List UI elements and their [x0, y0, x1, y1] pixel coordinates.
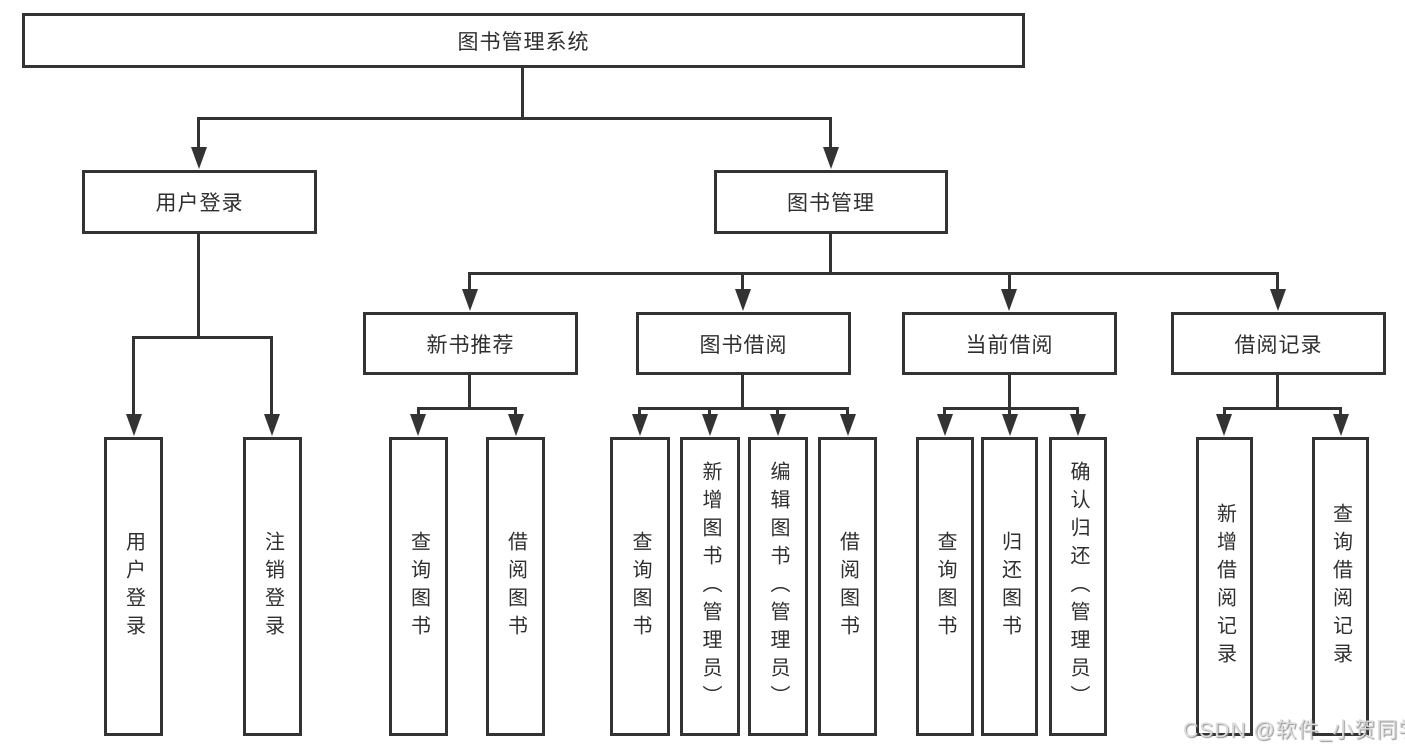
connector-leaf-stem	[1339, 407, 1342, 417]
leaf-label: 查询图书	[934, 530, 956, 643]
arrowhead-to-current-borrow	[1001, 289, 1017, 311]
leaf-query-borrow-record: 查询借阅记录	[1312, 437, 1369, 736]
connector-book-management-stem	[829, 234, 832, 272]
connector-current-borrow-stem	[1008, 375, 1011, 407]
connector-user-login-branch	[132, 336, 273, 339]
connector-to-user-login	[197, 117, 200, 150]
node-book-management: 图书管理	[714, 170, 948, 234]
leaf-add-borrow-record: 新增借阅记录	[1196, 437, 1253, 736]
node-current-borrow: 当前借阅	[902, 312, 1117, 375]
leaf-user-login: 用户登录	[104, 437, 163, 736]
connector-leaf-stem	[1223, 407, 1226, 417]
node-user-login: 用户登录	[82, 170, 317, 234]
arrowhead-to-leaf-logout	[264, 414, 280, 436]
arrowhead-leaf	[410, 414, 426, 436]
connector-to-new-book	[468, 272, 471, 292]
connector-user-login-stem	[197, 234, 200, 336]
connector-root-stem	[521, 68, 524, 117]
leaf-label: 用户登录	[122, 530, 145, 643]
leaf-confirm-return-admin: 确认归还（管理员）	[1049, 437, 1107, 736]
connector-leaf-stem	[1008, 407, 1011, 417]
leaf-label: 编辑图书（管理员）	[767, 460, 789, 713]
arrowhead-leaf	[702, 414, 718, 436]
arrowhead-leaf	[840, 414, 856, 436]
leaf-label: 查询借阅记录	[1329, 502, 1352, 671]
connector-leaf-stem	[943, 407, 946, 417]
arrowhead-to-borrow-records	[1270, 289, 1286, 311]
connector-leaf-stem	[1076, 407, 1079, 417]
leaf-edit-books-admin: 编辑图书（管理员）	[748, 437, 808, 736]
leaf-label: 归还图书	[998, 530, 1021, 643]
leaf-logout: 注销登录	[243, 437, 302, 736]
connector-root-branch	[197, 117, 832, 120]
connector-leaf-stem	[417, 407, 420, 417]
connector-new-book-branch	[417, 407, 517, 410]
arrowhead-leaf	[1216, 414, 1232, 436]
arrowhead-leaf	[1070, 414, 1086, 436]
leaf-label: 查询图书	[629, 530, 651, 643]
connector-to-leaf-logout	[270, 336, 273, 417]
arrowhead-leaf	[1333, 414, 1349, 436]
arrowhead-leaf	[508, 414, 524, 436]
connector-borrow-records-stem	[1276, 375, 1279, 407]
arrowhead-to-leaf-user-login	[126, 414, 142, 436]
connector-book-borrow-branch	[638, 407, 849, 410]
connector-to-book-borrow	[741, 272, 744, 292]
leaf-query-books-current: 查询图书	[916, 437, 974, 736]
arrowhead-leaf	[1002, 414, 1018, 436]
connector-leaf-stem	[638, 407, 641, 417]
arrowhead-leaf	[770, 414, 786, 436]
arrowhead-to-new-book	[462, 289, 478, 311]
leaf-query-books-borrow: 查询图书	[610, 437, 670, 736]
arrowhead-to-user-login	[191, 147, 207, 169]
leaf-label: 查询图书	[407, 530, 430, 643]
leaf-label: 新增图书（管理员）	[699, 460, 721, 713]
leaf-query-books-recommend: 查询图书	[389, 437, 448, 736]
leaf-add-books-admin: 新增图书（管理员）	[680, 437, 740, 736]
node-book-borrow: 图书借阅	[636, 312, 851, 375]
leaf-return-books: 归还图书	[981, 437, 1038, 736]
connector-new-book-stem	[468, 375, 471, 407]
connector-book-management-branch	[468, 272, 1279, 275]
connector-to-book-management	[829, 117, 832, 150]
connector-leaf-stem	[708, 407, 711, 417]
leaf-label: 确认归还（管理员）	[1067, 460, 1089, 713]
leaf-label: 注销登录	[261, 530, 284, 643]
csdn-watermark: CSDN @软件_小贺同学	[1183, 719, 1405, 742]
leaf-label: 借阅图书	[504, 530, 527, 643]
leaf-borrow-books-recommend: 借阅图书	[486, 437, 545, 736]
node-new-book-recommend: 新书推荐	[363, 312, 578, 375]
connector-borrow-records-branch	[1223, 407, 1342, 410]
arrowhead-leaf	[632, 414, 648, 436]
arrowhead-to-book-management	[823, 147, 839, 169]
connector-leaf-stem	[514, 407, 517, 417]
connector-to-borrow-records	[1276, 272, 1279, 292]
leaf-label: 新增借阅记录	[1213, 502, 1236, 671]
node-borrow-records: 借阅记录	[1171, 312, 1386, 375]
arrowhead-to-book-borrow	[735, 289, 751, 311]
leaf-borrow-books: 借阅图书	[818, 437, 877, 736]
connector-current-borrow-branch	[943, 407, 1079, 410]
arrowhead-leaf	[937, 414, 953, 436]
connector-leaf-stem	[776, 407, 779, 417]
leaf-label: 借阅图书	[836, 530, 859, 643]
connector-to-leaf-user-login	[132, 336, 135, 417]
connector-leaf-stem	[846, 407, 849, 417]
node-root: 图书管理系统	[22, 13, 1025, 68]
connector-to-current-borrow	[1008, 272, 1011, 292]
connector-book-borrow-stem	[741, 375, 744, 407]
